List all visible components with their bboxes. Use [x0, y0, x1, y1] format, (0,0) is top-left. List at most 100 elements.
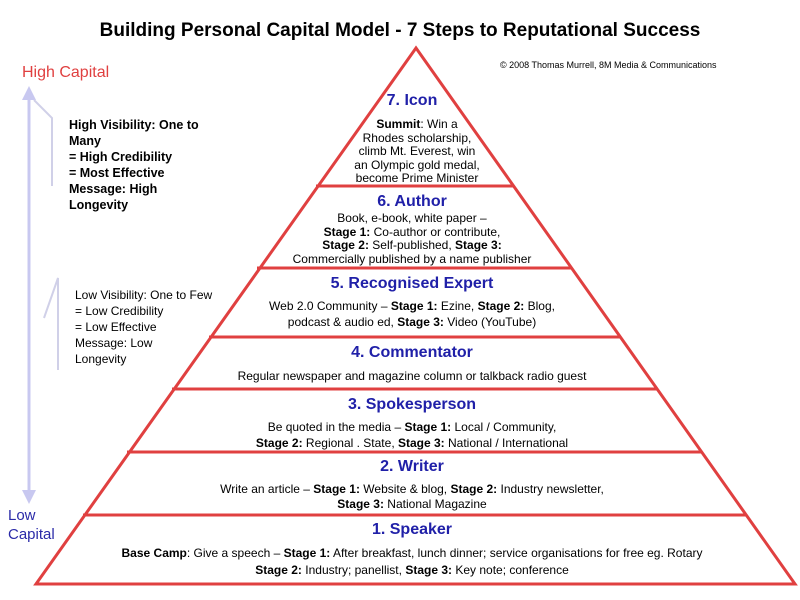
description-text: : Win a	[420, 117, 458, 131]
description-text: Industry newsletter,	[497, 482, 604, 496]
description-line: Web 2.0 Community – Stage 1: Ezine, Stag…	[222, 298, 602, 314]
callout-line: Many	[69, 134, 101, 148]
tier-commentator-description: Regular newspaper and magazine column or…	[182, 369, 642, 384]
description-text: Website & blog,	[359, 482, 451, 496]
tier-author-title: 6. Author	[377, 193, 447, 210]
stage-label: Stage 3:	[397, 436, 445, 450]
description-text: podcast & audio ed,	[287, 315, 398, 329]
description-text: Regular newspaper and magazine column or…	[237, 369, 587, 383]
low-capital-label: Low Capital	[8, 506, 68, 544]
low-visibility-callout: Low Visibility: One to Few = Low Credibi…	[75, 287, 235, 367]
callout-line: Longevity	[69, 198, 129, 212]
high-visibility-callout: High Visibility: One to Many = High Cred…	[69, 117, 239, 213]
description-text: Web 2.0 Community –	[269, 299, 391, 313]
high-visibility-bracket	[33, 99, 53, 186]
description-line: Stage 3: National Magazine	[142, 497, 682, 512]
description-line: Regular newspaper and magazine column or…	[182, 369, 642, 384]
pyramid-outline	[33, 45, 798, 586]
description-line: Summit: Win a	[312, 117, 522, 132]
stage-label: Stage 1:	[323, 224, 371, 239]
description-text: Industry; panellist,	[301, 563, 406, 577]
description-text: Blog,	[524, 299, 555, 313]
callout-line: Low Visibility: One to Few	[75, 288, 213, 302]
description-text: Write an article –	[220, 482, 314, 496]
low-capital-line: Capital	[8, 526, 55, 543]
stage-label: Summit	[376, 117, 421, 131]
tier-expert-title: 5. Recognised Expert	[330, 275, 494, 292]
stage-label: Stage 3:	[397, 315, 444, 329]
description-text: Key note; conference	[452, 563, 569, 577]
description-line: Be quoted in the media – Stage 1: Local …	[182, 419, 642, 435]
description-text: an Olympic gold medal,	[354, 157, 480, 172]
stage-label: Stage 1:	[390, 299, 438, 313]
description-text: Self-published,	[368, 238, 456, 252]
tier-speaker-title: 1. Speaker	[371, 521, 453, 538]
callout-line: Longevity	[75, 352, 127, 366]
stage-label: Stage 3:	[455, 238, 502, 252]
description-text: Regional . State,	[302, 436, 398, 450]
description-line: Rhodes scholarship,	[312, 130, 522, 146]
stage-label: Stage 2:	[255, 563, 302, 577]
description-text: National / International	[444, 436, 569, 450]
tier-expert-description: Web 2.0 Community – Stage 1: Ezine, Stag…	[222, 298, 602, 330]
description-line: Commercially published by a name publish…	[262, 251, 562, 267]
callout-line: = Most Effective	[69, 166, 165, 180]
stage-label: Base Camp	[121, 546, 187, 560]
tier-speaker-description: Base Camp: Give a speech – Stage 1: Afte…	[62, 545, 762, 579]
callout-line: = Low Effective	[75, 320, 157, 334]
stage-label: Stage 2:	[255, 436, 303, 450]
description-line: Base Camp: Give a speech – Stage 1: Afte…	[62, 545, 762, 562]
description-line: climb Mt. Everest, win	[312, 144, 522, 159]
diagram-title: Building Personal Capital Model - 7 Step…	[99, 20, 701, 41]
description-line: become Prime Minister	[312, 171, 522, 186]
callout-line: Message: Low	[75, 336, 153, 350]
stage-label: Stage 2:	[322, 238, 369, 252]
description-line: Stage 2: Self-published, Stage 3:	[262, 238, 562, 253]
stage-label: Stage 1:	[283, 546, 331, 560]
copyright-notice: © 2008 Thomas Murrell, 8M Media & Commun…	[500, 60, 717, 70]
description-text: Ezine,	[437, 299, 478, 313]
description-line: Write an article – Stage 1: Website & bl…	[142, 482, 682, 497]
capital-axis-arrow	[22, 86, 36, 504]
description-text: Co-author or contribute,	[370, 224, 501, 239]
stage-label: Stage 2:	[450, 482, 498, 496]
high-capital-label: High Capital	[22, 64, 110, 81]
tier-author-description: Book, e-book, white paper –Stage 1: Co-a…	[262, 211, 562, 267]
callout-line: Message: High	[69, 182, 158, 196]
description-line: Stage 2: Industry; panellist, Stage 3: K…	[62, 562, 762, 579]
description-text: Be quoted in the media –	[267, 420, 405, 434]
description-line: podcast & audio ed, Stage 3: Video (YouT…	[222, 314, 602, 330]
tier-writer-description: Write an article – Stage 1: Website & bl…	[142, 482, 682, 512]
description-text: : Give a speech –	[186, 546, 284, 560]
description-line: Stage 1: Co-author or contribute,	[262, 224, 562, 240]
stage-label: Stage 1:	[404, 420, 452, 434]
description-text: Commercially published by a name publish…	[292, 251, 532, 266]
tier-icon-title: 7. Icon	[386, 92, 438, 109]
description-text: National Magazine	[383, 497, 487, 511]
low-visibility-bracket	[43, 277, 59, 370]
callout-line: High Visibility: One to	[69, 118, 199, 132]
callout-line: = Low Credibility	[75, 304, 164, 318]
tier-writer-title: 2. Writer	[380, 458, 444, 475]
description-text: Book, e-book, white paper –	[337, 211, 487, 225]
stage-label: Stage 2:	[477, 299, 525, 313]
stage-label: Stage 1:	[313, 482, 360, 496]
stage-label: Stage 3:	[337, 497, 384, 511]
callout-line: = High Credibility	[69, 150, 173, 164]
description-line: Book, e-book, white paper –	[262, 211, 562, 226]
low-capital-line: Low	[8, 507, 36, 524]
description-line: Stage 2: Regional . State, Stage 3: Nati…	[182, 435, 642, 451]
description-line: an Olympic gold medal,	[312, 157, 522, 173]
tier-commentator-title: 4. Commentator	[351, 344, 473, 361]
stage-label: Stage 3:	[405, 563, 452, 577]
description-text: After breakfast, lunch dinner; service o…	[330, 546, 703, 560]
description-text: Video (YouTube)	[443, 315, 537, 329]
description-text: Rhodes scholarship,	[362, 130, 472, 145]
description-text: Local / Community,	[451, 420, 557, 434]
description-text: become Prime Minister	[355, 171, 479, 185]
tier-spokesperson-description: Be quoted in the media – Stage 1: Local …	[182, 419, 642, 451]
tier-spokesperson-title: 3. Spokesperson	[347, 396, 477, 413]
description-text: climb Mt. Everest, win	[358, 144, 476, 158]
